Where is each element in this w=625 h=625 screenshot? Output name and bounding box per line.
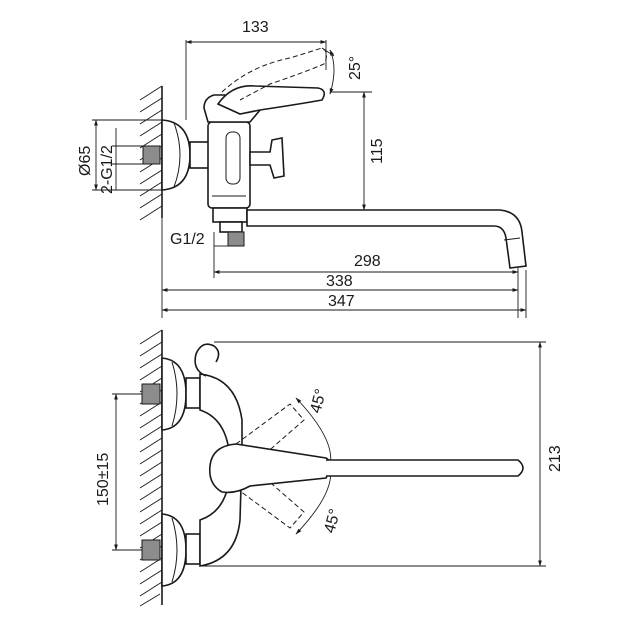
spout bbox=[246, 209, 527, 269]
shower-holder-hook bbox=[194, 343, 220, 377]
front-view: 45° 45° 150±15 213 bbox=[95, 329, 564, 607]
dim-thread-label: G1/2 bbox=[170, 231, 205, 248]
bottom-nut bbox=[212, 207, 248, 223]
dim-diameter bbox=[92, 119, 162, 191]
dim-width-label: 133 bbox=[242, 19, 269, 36]
dim-height-label: 115 bbox=[369, 138, 386, 164]
dim-213 bbox=[200, 341, 546, 567]
wall-thread-insert-lower bbox=[141, 539, 161, 561]
dim-150 bbox=[112, 393, 142, 551]
wall-thread-insert-upper bbox=[141, 383, 161, 405]
dim-133 bbox=[185, 40, 327, 120]
lever-handle-front bbox=[208, 443, 331, 494]
wall-thread-insert bbox=[142, 145, 161, 165]
dim-25-angle bbox=[321, 47, 335, 95]
dim-diameter-label: Ø65 bbox=[77, 146, 94, 176]
dim-thread-pair-label: 2-G1/2 bbox=[99, 145, 116, 194]
spout-front bbox=[326, 459, 524, 477]
dim-298 bbox=[213, 232, 519, 278]
wall-hatch-front bbox=[139, 329, 163, 607]
dim-115 bbox=[330, 91, 500, 211]
angle-lower-label: 45° bbox=[321, 507, 344, 535]
diverter-knob bbox=[249, 137, 285, 179]
angle-upper-label: 45° bbox=[307, 387, 330, 415]
faucet-body-side bbox=[207, 121, 251, 209]
dim-spout-label: 298 bbox=[354, 253, 381, 270]
dim-347 bbox=[161, 270, 527, 318]
dim-angle-label: 25° bbox=[347, 56, 364, 80]
dim-spacing-label: 150±15 bbox=[95, 453, 112, 506]
lever-handle bbox=[216, 85, 326, 115]
dim-front-height-label: 213 bbox=[547, 445, 564, 472]
dim-overall-1-label: 338 bbox=[326, 273, 353, 290]
eccentric-connector bbox=[189, 141, 211, 169]
dim-overall-2-label: 347 bbox=[328, 293, 355, 310]
side-view: 133 25° 115 Ø65 2-G1/2 G1/2 bbox=[77, 19, 527, 318]
